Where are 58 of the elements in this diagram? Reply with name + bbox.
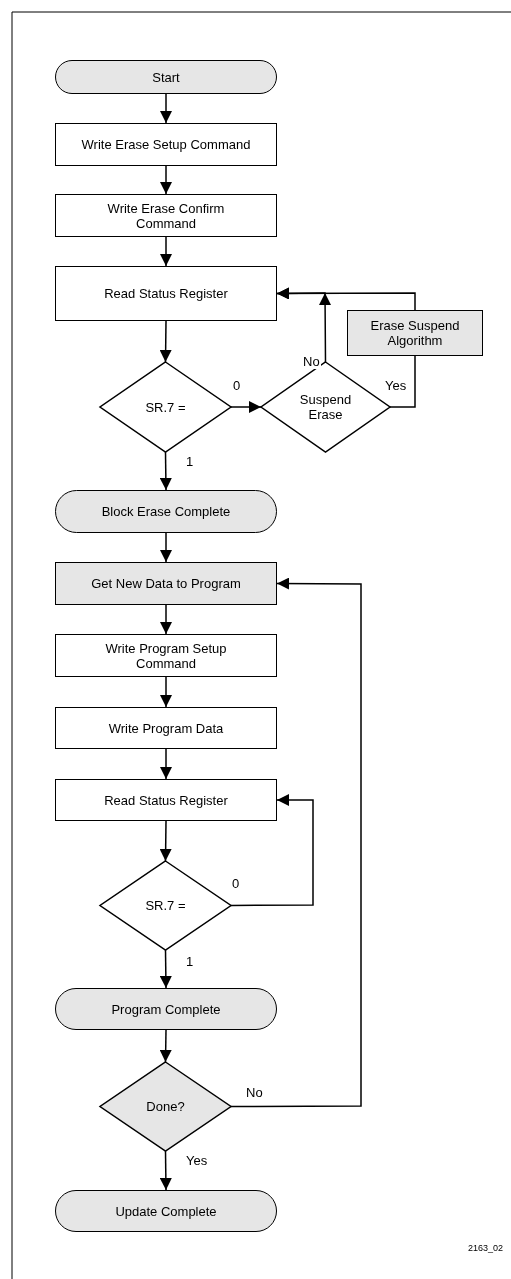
node-label: Write Program Data [108,720,224,736]
edge-label: Yes [384,379,408,393]
node-label: Write Erase Confirm Command [106,200,226,231]
process-box [55,634,277,677]
node-label: Block Erase Complete [101,504,231,519]
node-label: Suspend Erase [298,392,353,422]
node-label: Program Complete [111,1001,221,1017]
process-box [55,779,277,821]
node-label: Start [152,69,180,85]
edge-label: 1 [185,955,195,969]
arrow [230,794,314,907]
node-label: Write Erase Setup Command [81,137,251,152]
process-box [55,266,277,321]
node-label: Read Status Register [104,286,228,301]
process-box [55,194,277,237]
arrow [159,949,172,989]
decision-diamond [100,1062,231,1151]
node-label: Write Program Setup Command [104,640,228,671]
process-box [55,562,277,605]
figure-number: 2163_02 [468,1243,504,1253]
terminal-shape [55,490,277,533]
node-label: SR.7 = [145,399,186,415]
edge-label: 0 [232,379,242,393]
connector-line [389,355,416,408]
arrow [160,748,172,780]
node-label: Update Complete [115,1203,217,1219]
process-box [55,707,277,749]
node-label: Erase Suspend Algorithm [369,318,461,348]
arrow [159,1029,172,1063]
edge-label: No [245,1086,264,1100]
arrow [160,604,172,635]
decision-diamond [100,362,231,452]
edge-label: 1 [185,455,195,469]
terminal-shape [55,988,277,1030]
arrow [160,93,172,124]
arrow [160,676,172,708]
node-label: SR.7 = [145,898,186,913]
arrow [160,532,172,563]
arrow [160,236,172,267]
process-box [347,310,483,356]
terminal-shape [55,60,277,94]
node-label: Get New Data to Program [91,576,241,591]
arrow [276,287,416,311]
arrow [230,577,362,1108]
decision-diamond [100,861,231,950]
node-label: Read Status Register [104,792,228,808]
arrow [159,320,172,363]
arrow [159,1150,172,1191]
arrow [159,451,172,491]
arrow [159,820,172,862]
arrow [230,401,262,413]
edge-label: Yes [185,1154,209,1168]
edge-label: 0 [231,877,241,891]
node-label: Done? [146,1099,185,1114]
process-box [55,123,277,166]
arrow [160,165,172,195]
edge-label: No [302,355,321,369]
terminal-shape [55,1190,277,1232]
